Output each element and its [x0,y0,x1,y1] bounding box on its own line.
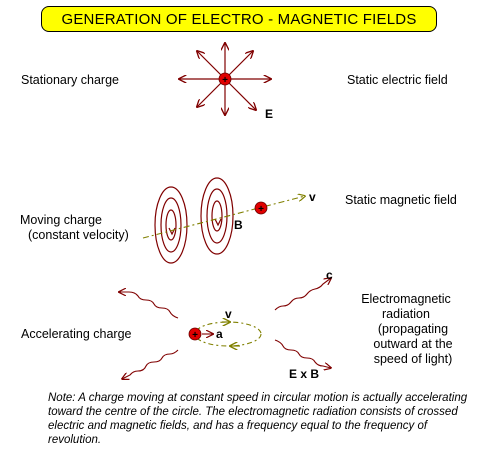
wave-down-left [122,349,179,379]
wave-down-right [274,339,331,368]
loop-left-outer [154,186,188,264]
accelerating-charge-sign: + [192,330,198,341]
field-line-up-left [197,51,226,80]
accelerating-charge [188,327,202,341]
stationary-charge-sign: + [222,75,228,86]
loop-right-arrow [214,218,222,227]
moving-charge-sublabel: (constant velocity) [28,228,129,242]
em-radiation-line-1: Electromagnetic [361,292,451,306]
loop-right-mid [206,188,228,244]
em-radiation-line-4: outward at the [373,337,453,351]
static-electric-field-label: Static electric field [347,73,448,87]
moving-charge-label: Moving charge [20,213,102,227]
magnetic-loops [154,177,234,264]
em-radiation-line-5: speed of light) [373,352,453,366]
acceleration-symbol: a [216,327,223,341]
stationary-charge-label: Stationary charge [21,73,119,87]
accelerating-charge-label: Accelerating charge [21,327,132,341]
em-radiation-line-3: (propagating [377,322,449,336]
electric-field-symbol: E [265,107,273,121]
poynting-label: E x B [289,367,319,381]
title-banner: GENERATION OF ELECTRO - MAGNETIC FIELDS [41,6,437,32]
moving-charge-sign: + [258,204,264,215]
velocity-symbol-moving: v [309,190,316,204]
wave-up-left [119,292,179,319]
stationary-charge [218,72,232,86]
page-title: GENERATION OF ELECTRO - MAGNETIC FIELDS [61,10,417,28]
em-radiation-line-2: radiation [382,307,430,321]
loop-left-inner [165,209,177,241]
loop-right-inner [211,200,223,232]
radiation-waves [119,278,331,379]
static-magnetic-field-label: Static magnetic field [345,193,457,207]
loop-left-mid [160,197,182,253]
field-line-down-left [197,78,226,107]
radial-field-lines [179,43,271,115]
speed-of-light-symbol: c [326,268,333,282]
em-radiation-label: Electromagnetic radiation (propagating o… [345,292,467,367]
loop-right-outer [200,177,234,255]
explanatory-note: Note: A charge moving at constant speed … [48,392,468,446]
wave-up-right [274,278,331,311]
velocity-symbol-orbit: v [225,307,232,321]
moving-charge [254,201,268,215]
magnetic-field-symbol: B [234,218,243,232]
field-line-down-right [224,78,256,110]
field-line-up-right [224,51,253,80]
